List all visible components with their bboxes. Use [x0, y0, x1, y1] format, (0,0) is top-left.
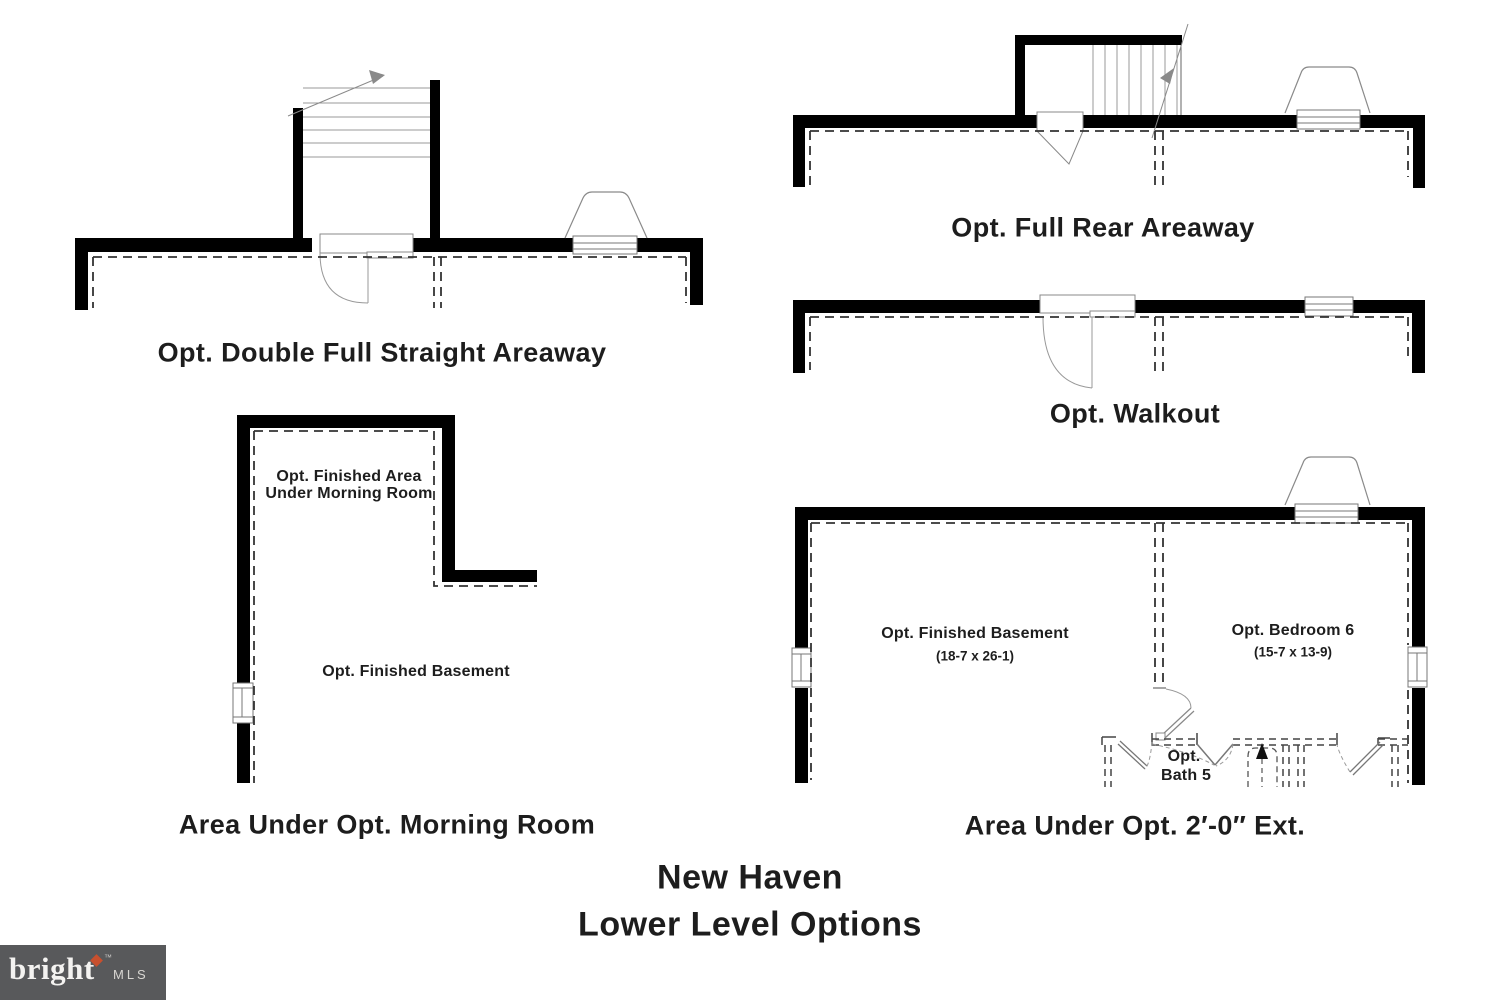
logo-brand-text: bright	[9, 951, 95, 986]
bath-dashed-walls	[1104, 738, 1408, 787]
plan-title-area-under-ext: Area Under Opt. 2′-0″ Ext.	[964, 810, 1306, 841]
foundation-dashed-lines	[92, 256, 687, 308]
perimeter-dashed-lines	[810, 522, 1409, 783]
plan-full-rear-areaway	[793, 23, 1425, 190]
sheet-title-level: Lower Level Options	[578, 905, 922, 944]
right-window	[1407, 646, 1428, 688]
plan-double-full-straight-areaway	[75, 70, 703, 310]
window-well	[1284, 66, 1371, 114]
label-bedroom6: Opt. Bedroom 6	[1231, 622, 1355, 639]
future-stair	[1247, 743, 1278, 787]
left-window	[791, 647, 812, 688]
brightmls-logo: bright ™ MLS	[0, 945, 166, 1000]
logo-trademark: ™	[104, 953, 112, 962]
label-finished-area-line1: Opt. Finished Area	[276, 468, 422, 485]
bedroom-door	[1153, 687, 1195, 741]
stair-direction-arrow	[369, 70, 385, 84]
bath-doors	[1117, 740, 1384, 776]
door-leaf	[1036, 111, 1084, 165]
window	[232, 682, 254, 724]
bedroom-partition-dashed	[1154, 523, 1164, 686]
label-bath5-line2: Bath 5	[1160, 767, 1212, 784]
plan-area-under-ext	[791, 456, 1428, 787]
window-well	[564, 191, 648, 239]
label-bath5-line1: Opt.	[1167, 748, 1201, 765]
walls	[75, 80, 703, 310]
logo-suffix-text: MLS	[113, 967, 149, 982]
stair-up-arrow	[1256, 743, 1268, 759]
foundation-dashed-lines	[809, 130, 1409, 190]
window	[1296, 109, 1361, 130]
walls	[237, 415, 537, 783]
plan-title-double-full-straight-areaway: Opt. Double Full Straight Areaway	[157, 337, 607, 368]
areaway-door	[319, 233, 414, 304]
label-finished-basement-dims: (18-7 x 26-1)	[935, 648, 1015, 664]
plan-walkout	[793, 294, 1425, 389]
label-finished-area-line2: Under Morning Room	[265, 485, 433, 502]
walls	[793, 35, 1425, 188]
walls	[793, 300, 1425, 373]
window	[572, 235, 638, 255]
walkout-door	[1039, 294, 1136, 389]
stair-direction-line	[287, 75, 384, 117]
window-well	[1284, 456, 1371, 506]
label-finished-basement-morning: Opt. Finished Basement	[322, 663, 510, 680]
walls	[795, 507, 1425, 785]
foundation-dashed-lines	[809, 316, 1409, 373]
label-bedroom6-dims: (15-7 x 13-9)	[1253, 644, 1333, 660]
plan-title-area-under-morning-room: Area Under Opt. Morning Room	[178, 809, 596, 840]
plan-title-full-rear-areaway: Opt. Full Rear Areaway	[951, 212, 1255, 243]
plan-title-walkout: Opt. Walkout	[1049, 398, 1221, 429]
stair-treads	[303, 87, 430, 158]
sheet-title-model: New Haven	[657, 858, 843, 897]
stair-direction-arrow	[1160, 68, 1174, 84]
morning-room-dashed-outline	[253, 430, 537, 783]
rear-window	[1294, 503, 1359, 524]
window	[1304, 296, 1354, 317]
stair-treads	[1092, 45, 1178, 115]
plan-area-under-morning-room	[232, 415, 537, 783]
label-finished-basement-ext: Opt. Finished Basement	[881, 625, 1069, 642]
